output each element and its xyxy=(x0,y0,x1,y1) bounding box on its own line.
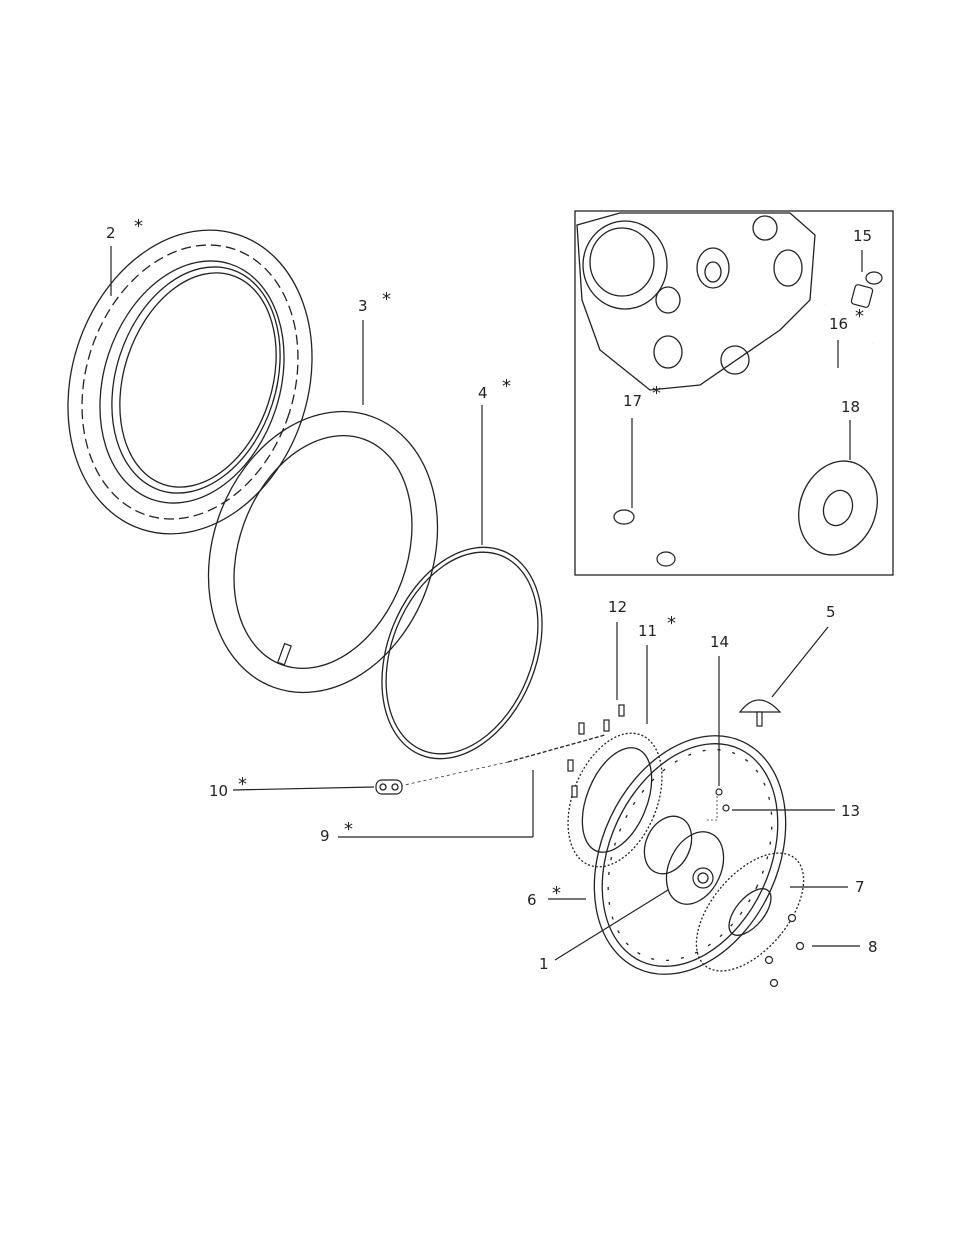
callout-3-number: 3 xyxy=(358,297,368,315)
disc-bolts xyxy=(764,913,805,988)
callout-3-star: * xyxy=(382,289,391,310)
leader-lines xyxy=(110,246,863,961)
brake-disc xyxy=(695,852,805,972)
rim-lock xyxy=(738,699,782,727)
sprocket xyxy=(567,732,663,868)
callout-17-number: 17 xyxy=(623,392,642,410)
callout-16-number: 16 xyxy=(829,315,848,333)
callout-11-number: 11 xyxy=(638,622,657,640)
callout-2-star: * xyxy=(134,216,143,237)
callout-18-number: 18 xyxy=(841,398,860,416)
callout-6-number: 6 xyxy=(527,891,537,909)
callout-14-number: 14 xyxy=(710,633,729,651)
callout-11-star: * xyxy=(667,613,676,634)
callout-12-number: 12 xyxy=(608,598,627,616)
callout-10-star: * xyxy=(238,774,247,795)
callout-4-star: * xyxy=(502,376,511,397)
detail-inset xyxy=(574,210,894,576)
inner-tube xyxy=(207,410,439,694)
callout-1-number: 1 xyxy=(539,955,549,973)
rim-band xyxy=(381,546,543,760)
chain-link xyxy=(375,779,403,795)
callout-13-number: 13 xyxy=(841,802,860,820)
callout-7-number: 7 xyxy=(855,878,865,896)
callout-16-star: * xyxy=(855,306,864,327)
callout-10-number: 10 xyxy=(209,782,228,800)
sprocket-bolts xyxy=(567,704,625,798)
callout-9-star: * xyxy=(344,819,353,840)
callout-15-number: 15 xyxy=(853,227,872,245)
chain xyxy=(399,734,606,787)
callout-6-star: * xyxy=(552,883,561,904)
callout-17-star: * xyxy=(652,383,661,404)
callout-8-number: 8 xyxy=(868,938,878,956)
wheel-rim xyxy=(593,735,787,975)
callout-9-number: 9 xyxy=(320,827,330,845)
callout-2-number: 2 xyxy=(106,224,116,242)
callout-labels: 2 * 3 * 4 * 15 16 * 17 * 18 12 11 * 14 5… xyxy=(106,216,878,973)
callout-4-number: 4 xyxy=(478,384,488,402)
callout-5-number: 5 xyxy=(826,603,836,621)
tyre xyxy=(67,229,313,535)
